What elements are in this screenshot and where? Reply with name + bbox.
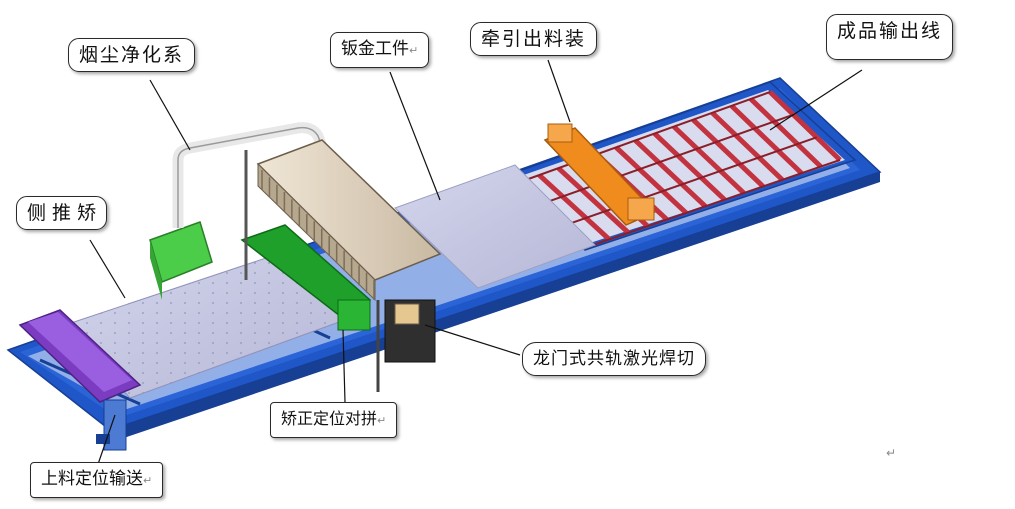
para-mark-feeding: ↵ <box>143 474 153 487</box>
conveyor-rail <box>542 113 794 205</box>
conveyor-roller <box>537 173 611 242</box>
label-sheet-metal-text: 钣金工件 <box>341 39 409 59</box>
label-feeding-text: 上料定位输送 <box>41 469 143 489</box>
para-mark-right: ↵ <box>886 446 897 460</box>
conveyor-roller <box>729 104 804 176</box>
label-sheet-metal: 钣金工件↵ <box>330 32 430 68</box>
label-output-line: 成品输出线 <box>826 14 954 60</box>
straightening-unit <box>240 224 372 331</box>
label-straighten: 矫正定位对拼↵ <box>270 402 398 438</box>
para-mark-straighten: ↵ <box>377 414 387 427</box>
gantry-ribs <box>261 170 375 300</box>
dust-removal-system <box>149 122 344 300</box>
conveyor-roller <box>749 97 823 169</box>
label-straighten-text: 矫正定位对拼 <box>281 409 378 428</box>
label-dust-removal: 烟尘净化系 <box>68 38 196 72</box>
leader-lines <box>89 59 863 471</box>
conveyor-roller <box>556 166 631 235</box>
sheet-metal-workpiece <box>394 164 596 289</box>
conveyor-roller <box>768 90 842 162</box>
conveyor-rail <box>566 136 817 226</box>
label-feeding: 上料定位输送↵ <box>30 462 164 498</box>
feeder-unit <box>18 309 142 451</box>
label-traction: 牵引出料装 <box>470 22 598 56</box>
label-side-push: 侧 推 矫 <box>16 196 108 230</box>
conveyor-roller <box>633 138 708 209</box>
gantry-laser-unit <box>244 139 442 392</box>
conveyor-roller <box>672 124 746 195</box>
label-laser: 龙门式共轨激光焊切 <box>522 342 706 376</box>
conveyor-rail <box>589 159 841 247</box>
conveyor-roller <box>652 131 727 202</box>
conveyor-roller <box>614 145 688 215</box>
conveyor-roller <box>691 117 765 189</box>
para-mark-sheet: ↵ <box>409 44 419 57</box>
conveyor-roller <box>710 110 785 182</box>
conveyor-rail <box>519 91 771 183</box>
traction-unit <box>543 123 657 226</box>
